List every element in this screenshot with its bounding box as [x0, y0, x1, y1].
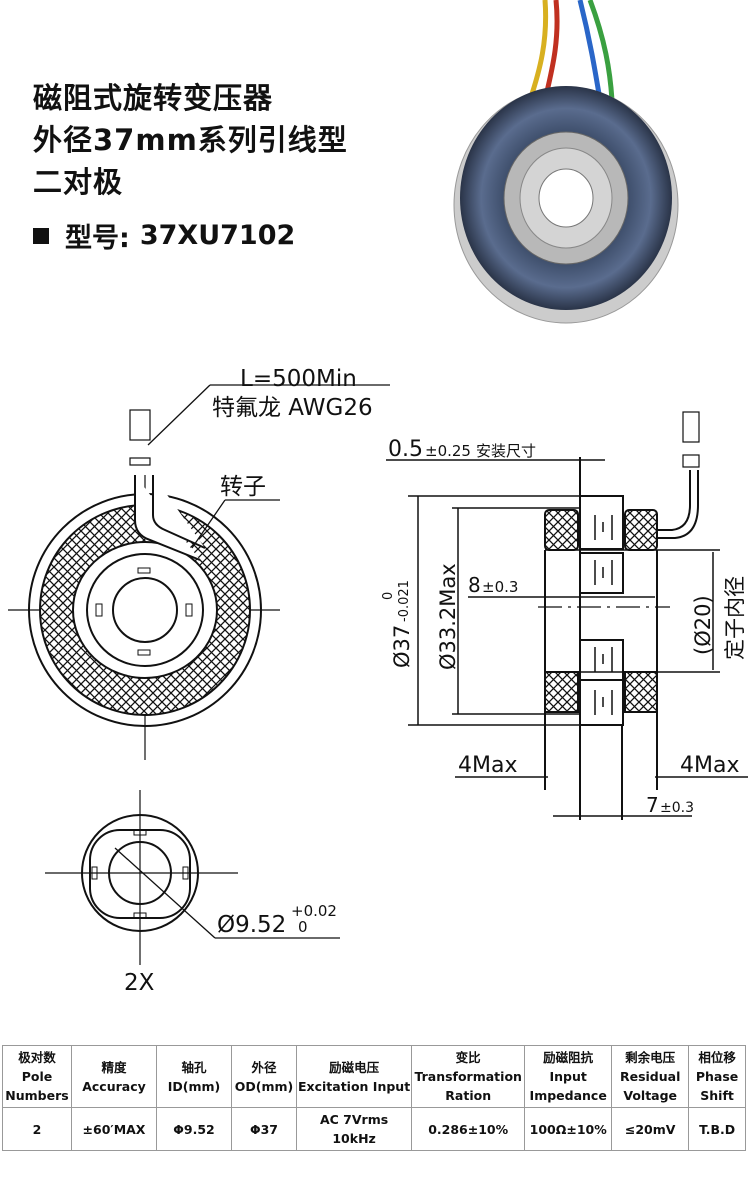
cell-impedance: 100Ω±10%: [524, 1107, 613, 1151]
bullet-square-icon: [33, 227, 49, 244]
model-value: 37XU7102: [139, 220, 296, 251]
max-dim: Ø33.2Max: [436, 563, 460, 670]
rotor-label: 转子: [220, 474, 266, 500]
title-line-2: 外径37mm系列引线型: [33, 123, 348, 157]
right-max-dim: 4Max: [680, 753, 739, 778]
rotor-width-dim: 7: [646, 793, 659, 817]
left-max-dim: 4Max: [458, 753, 517, 778]
od-tol-lower: -0.021: [397, 580, 412, 622]
product-photo: [453, 0, 679, 324]
section-view: [386, 411, 748, 820]
cell-id: Φ9.52: [156, 1107, 232, 1151]
model-number: 型号: 37XU7102: [33, 216, 295, 255]
model-label: 型号:: [65, 223, 130, 254]
mount-text: 安装尺寸: [476, 442, 536, 460]
cell-excitation: AC 7Vrms 10kHz: [295, 1107, 413, 1151]
cell-od: Φ37: [231, 1107, 297, 1151]
stator-id-label: 定子内径: [723, 576, 747, 660]
od-tol-upper: 0: [381, 592, 396, 600]
lead-wire-label: 特氟龙 AWG26: [212, 395, 373, 421]
mount-tol: ±0.25: [425, 442, 471, 460]
front-view: [8, 384, 390, 760]
width-dim: 8: [468, 573, 481, 597]
cell-ratio: 0.286±10%: [411, 1107, 526, 1151]
width-tol: ±0.3: [482, 578, 518, 596]
title-line-3: 二对极: [33, 165, 124, 199]
stator-id-dim: (Ø20): [691, 595, 715, 655]
od-dim: Ø37: [390, 625, 414, 668]
cell-accuracy: ±60′MAX: [71, 1107, 157, 1151]
technical-drawing: L=500Min 特氟龙 AWG26 转子 Ø9.52 +0.02 0 2X: [8, 0, 748, 996]
poles-mark: 2X: [124, 970, 155, 996]
mount-dim: 0.5: [388, 437, 423, 462]
cell-phase: T.B.D: [688, 1107, 746, 1151]
title-line-1: 磁阻式旋转变压器: [33, 81, 274, 115]
bore-dim: Ø9.52: [217, 912, 286, 938]
rotor-view: [45, 790, 340, 965]
bore-tol-lower: 0: [298, 918, 308, 936]
cell-residual: ≤20mV: [611, 1107, 690, 1151]
bore-tol-upper: +0.02: [291, 902, 337, 920]
table-row: 2 ±60′MAX Φ9.52 Φ37 AC 7Vrms 10kHz 0.286…: [2, 1107, 746, 1151]
cell-pole-numbers: 2: [2, 1107, 72, 1151]
rotor-width-tol: ±0.3: [660, 800, 694, 816]
lead-length-label: L=500Min: [240, 366, 357, 392]
